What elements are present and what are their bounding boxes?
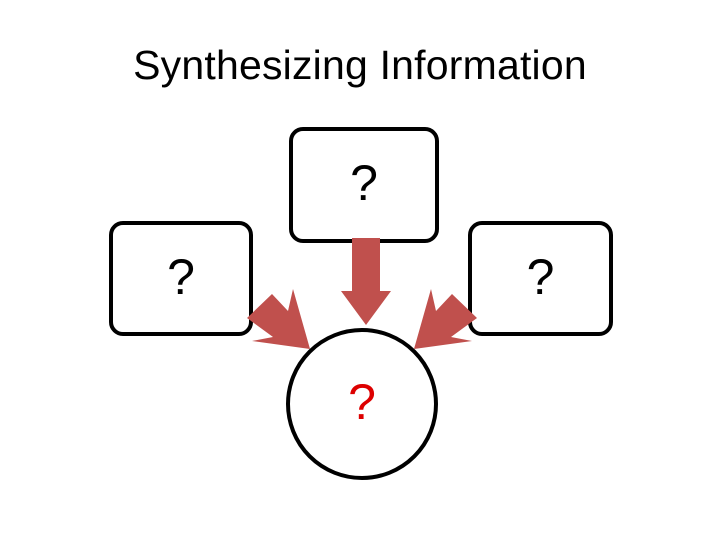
node-top-box[interactable]: ?	[289, 127, 439, 243]
node-center-circle[interactable]: ?	[286, 328, 438, 480]
node-right-box-label: ?	[526, 248, 555, 305]
node-left-box-label: ?	[167, 248, 195, 305]
arrow-left-to-center	[247, 289, 310, 349]
node-right-box[interactable]: ?	[468, 221, 613, 336]
node-left-box[interactable]: ?	[109, 221, 253, 336]
page-title: Synthesizing Information	[133, 42, 587, 88]
arrow-top-to-center	[341, 238, 391, 325]
node-center-circle-label: ?	[348, 374, 376, 430]
node-top-box-label: ?	[350, 155, 378, 211]
